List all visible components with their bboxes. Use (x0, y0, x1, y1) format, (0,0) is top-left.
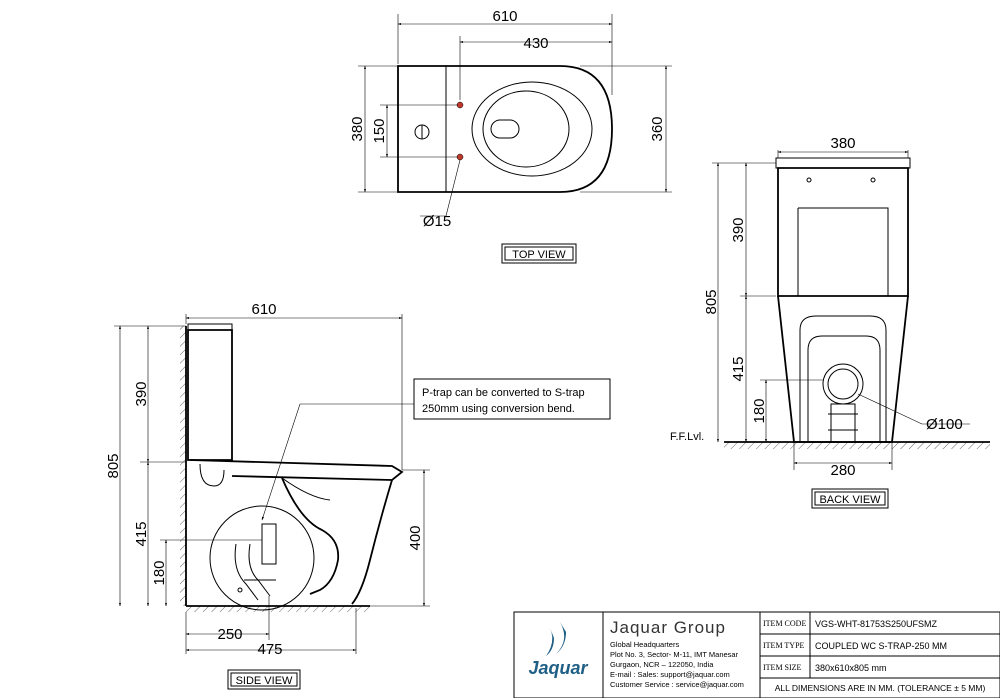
side-tank-outline (187, 329, 233, 461)
item-type-value: COUPLED WC S-TRAP-250 MM (815, 641, 947, 651)
seat-outline (189, 459, 404, 481)
dim-side-475: 475 (257, 641, 282, 658)
dim-top-610: 610 (492, 8, 517, 25)
top-view-label-box (501, 243, 577, 264)
dim-back-390: 390 (730, 217, 747, 242)
dim-side-805: 805 (105, 453, 122, 478)
top-view-label: TOP VIEW (512, 249, 566, 261)
note-line-2: 250mm using conversion bend. (422, 403, 575, 415)
back-view: F.F.Lvl. 380 805 390 415 180 Ø100 280 BA… (670, 135, 990, 509)
dim-side-415: 415 (133, 521, 150, 546)
email-line: E-mail : Sales: support@jaquar.com (610, 670, 730, 679)
back-view-label: BACK VIEW (819, 494, 881, 506)
dim-top-380: 380 (349, 116, 366, 141)
bowl-rim (471, 81, 593, 177)
dim-top-150: 150 (371, 118, 388, 143)
title-block: Jaquar Jaquar Group Global Headquarters … (513, 611, 1000, 698)
bowl-trap (281, 477, 340, 595)
dim-top-360: 360 (649, 116, 666, 141)
outlet-pipe (822, 363, 864, 405)
item-size-value: 380x610x805 mm (815, 663, 887, 673)
dim-side-400: 400 (407, 525, 424, 550)
dim-back-805: 805 (703, 289, 720, 314)
dim-back-dia: Ø100 (926, 416, 963, 433)
side-view: 610 805 390 415 180 400 250 475 P-trap c… (105, 301, 611, 690)
dim-back-380: 380 (830, 135, 855, 152)
note-line-1: P-trap can be converted to S-trap (422, 387, 585, 399)
dim-back-415: 415 (730, 356, 747, 381)
dim-back-280: 280 (830, 462, 855, 479)
address-line-1: Plot No. 3, Sector- M-11, IMT Manesar (610, 650, 739, 659)
item-code-value: VGS-WHT-81753S250UFSMZ (815, 619, 938, 629)
dim-side-390: 390 (133, 381, 150, 406)
side-view-label: SIDE VIEW (236, 675, 293, 687)
drain-outlet (490, 119, 520, 139)
side-view-label-box (227, 669, 301, 690)
item-size-label: ITEM SIZE (763, 663, 802, 672)
dim-side-180: 180 (151, 560, 168, 585)
hq-title: Global Headquarters (610, 640, 679, 649)
service-line: Customer Service : service@jaquar.com (610, 680, 744, 689)
dim-side-250: 250 (217, 626, 242, 643)
item-type-label: ITEM TYPE (763, 641, 805, 650)
tolerance-note: ALL DIMENSIONS ARE IN MM. (TOLERANCE ± 5… (775, 683, 986, 693)
top-view: 610 430 380 150 360 Ø15 TOP VIEW (349, 8, 672, 264)
top-view-outline (397, 65, 613, 193)
floor-label: F.F.Lvl. (670, 431, 704, 443)
bowl-inner (482, 90, 570, 168)
note-box (413, 378, 611, 420)
back-view-label-box (811, 488, 889, 509)
jaquar-logo-icon (556, 622, 566, 654)
dim-top-430: 430 (523, 35, 548, 52)
tank-lid (775, 157, 911, 169)
address-line-2: Gurgaon, NCR – 122050, India (610, 660, 714, 669)
dim-back-180: 180 (751, 398, 768, 423)
item-code-label: ITEM CODE (763, 619, 806, 628)
dim-side-610: 610 (251, 301, 276, 318)
logo-text: Jaquar (528, 658, 588, 678)
company-name: Jaquar Group (610, 618, 726, 637)
dim-top-hole: Ø15 (423, 213, 451, 230)
